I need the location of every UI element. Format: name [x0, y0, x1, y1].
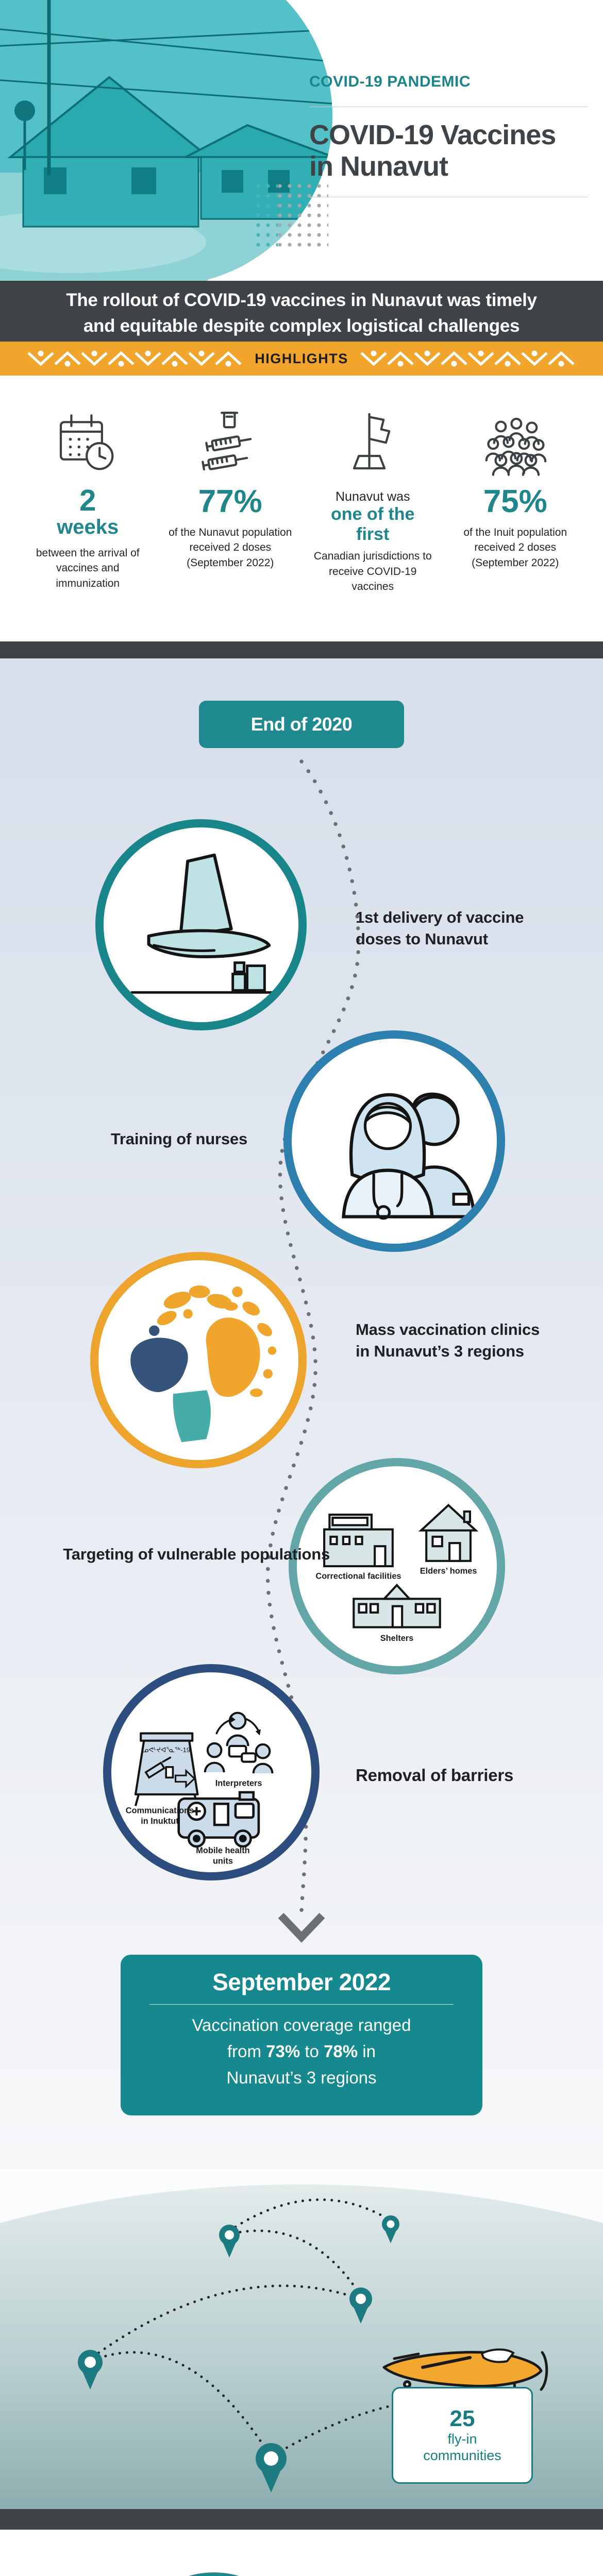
event-label-vulnerable: Targeting of vulnerable populations [63, 1545, 330, 1563]
eyebrow-label: COVID-19 PANDEMIC [309, 73, 471, 90]
stat-first-jurisdiction: Nunavut was one of the first Canadian ju… [307, 410, 439, 641]
highlights-label: HIGHLIGHTS [255, 350, 348, 366]
stat-population-coverage: 77% of the Nunavut population received 2… [164, 410, 297, 641]
people-group-icon [485, 417, 546, 476]
event-circle-clinics [90, 1252, 307, 1468]
sublabel-mobile-health: Mobile health [196, 1846, 249, 1855]
collaboration-section: ᐃᑲᔪᖅᑎᒌᓐᓂᖅ There was good collaboration b [0, 2530, 603, 2576]
collaboration-circle: ᐃᑲᔪᖅᑎᒌᓐᓂᖅ [125, 2572, 303, 2576]
section-divider [0, 641, 603, 658]
sublabel-correctional: Correctional facilities [315, 1572, 401, 1581]
highlights-band: HIGHLIGHTS [0, 342, 603, 376]
stat-desc: Canadian jurisdictions to receive COVID-… [313, 550, 432, 592]
event-label-barriers: Removal of barriers [356, 1766, 514, 1785]
stat-value: one of the first [331, 504, 415, 545]
page-title: COVID-19 Vaccines in Nunavut [309, 120, 588, 182]
event-label-delivery: 1st delivery of vaccine doses to Nunavut [356, 908, 524, 948]
stat-value: 77% [198, 484, 262, 519]
barrier-removal-illustration: ᓄᕙᒡᔪᐊᕐᓇᖅ-19 Interpr [126, 1711, 274, 1866]
nurses-illustration [342, 1092, 476, 1220]
key-message-banner: The rollout of COVID-19 vaccines in Nuna… [0, 281, 603, 342]
zigzag-pattern-right [360, 350, 575, 367]
sign-syllabics-text: ᓄᕙᒡᔪᐊᕐᓇᖅ-19 [143, 1746, 190, 1754]
event-circle-vulnerable: Correctional facilities Elders’ homes Sh… [289, 1458, 505, 1674]
page-title-line1: COVID-19 Vaccines [309, 120, 556, 150]
timeline-start-badge: End of 2020 [199, 701, 404, 748]
end-card-line3: Nunavut’s 3 regions [226, 2068, 377, 2088]
syringes-icon [201, 412, 252, 471]
end-card-rule [149, 2004, 454, 2005]
sublabel-inuktut: in Inuktut [141, 1817, 179, 1826]
event-label-training: Training of nurses [110, 1130, 247, 1148]
page-title-line2: in Nunavut [309, 151, 448, 182]
zigzag-pattern-left [27, 350, 242, 367]
fly-in-communities-callout: 25 fly-in communities [392, 2387, 533, 2484]
event-circle-training [283, 1030, 505, 1252]
banner-line1: The rollout of COVID-19 vaccines in Nuna… [66, 290, 537, 310]
vulnerable-populations-illustration: Correctional facilities Elders’ homes Sh… [315, 1503, 479, 1643]
timeline-end-card: September 2022 Vaccination coverage rang… [121, 1955, 482, 2115]
fly-in-label: fly-in communities [423, 2431, 501, 2464]
stat-desc: of the Inuit population received 2 doses… [463, 527, 567, 569]
header: COVID-19 PANDEMIC COVID-19 Vaccines in N… [0, 0, 603, 281]
stat-arrival-time: 2 weeks between the arrival of vaccines … [22, 410, 154, 641]
event-circle-barriers: ᓄᕙᒡᔪᐊᕐᓇᖅ-19 Interpr [103, 1664, 320, 1880]
stat-value: 75% [483, 484, 547, 519]
decor-dots-teal [256, 184, 278, 252]
sublabel-communications: Communications [126, 1806, 194, 1816]
decor-dots-gray [278, 184, 328, 252]
end-card-line1: Vaccination coverage ranged [192, 2015, 411, 2035]
flight-routes-illustration [78, 2198, 548, 2493]
timeline-dotted-path [265, 759, 361, 1943]
fly-in-count: 25 [449, 2405, 475, 2431]
sublabel-units: units [213, 1857, 233, 1866]
sublabel-shelters: Shelters [380, 1634, 413, 1643]
timeline-section: End of 2020 1st delivery of vaccine dose… [0, 658, 603, 2169]
plane-delivery-illustration [130, 853, 274, 994]
stat-desc: of the Nunavut population received 2 dos… [169, 527, 292, 569]
nunavut-map-illustration [130, 1285, 277, 1443]
fly-in-map-section: 25 fly-in communities [0, 2169, 603, 2509]
stat-inuit-coverage: 75% of the Inuit population received 2 d… [449, 410, 582, 641]
end-card-title: September 2022 [212, 1969, 391, 1995]
event-circle-vaccine-delivery [95, 819, 307, 1030]
highlight-stats: 2 weeks between the arrival of vaccines … [0, 376, 603, 641]
end-card-from: from [227, 2042, 266, 2061]
stat-desc: between the arrival of vaccines and immu… [36, 547, 140, 589]
stat-value: 2 [79, 484, 96, 517]
end-card-in: in [358, 2042, 376, 2061]
event-label-clinics: Mass vaccination clinics in Nunavut’s 3 … [356, 1320, 540, 1360]
end-card-to: to [300, 2042, 324, 2061]
end-card-pct1: 73% [266, 2042, 300, 2061]
end-card-body: Vaccination coverage ranged from 73% to … [121, 2012, 482, 2091]
flag-icon [353, 413, 391, 470]
stat-value-sub: weeks [57, 516, 119, 538]
banner-line2: and equitable despite complex logistical… [83, 315, 520, 336]
calendar-clock-icon [60, 414, 114, 470]
section-divider [0, 2509, 603, 2530]
stat-pre: Nunavut was [335, 489, 410, 504]
end-card-pct2: 78% [324, 2042, 358, 2061]
sublabel-interpreters: Interpreters [215, 1779, 262, 1788]
sublabel-elders: Elders’ homes [420, 1566, 477, 1575]
location-pins [78, 2215, 399, 2493]
